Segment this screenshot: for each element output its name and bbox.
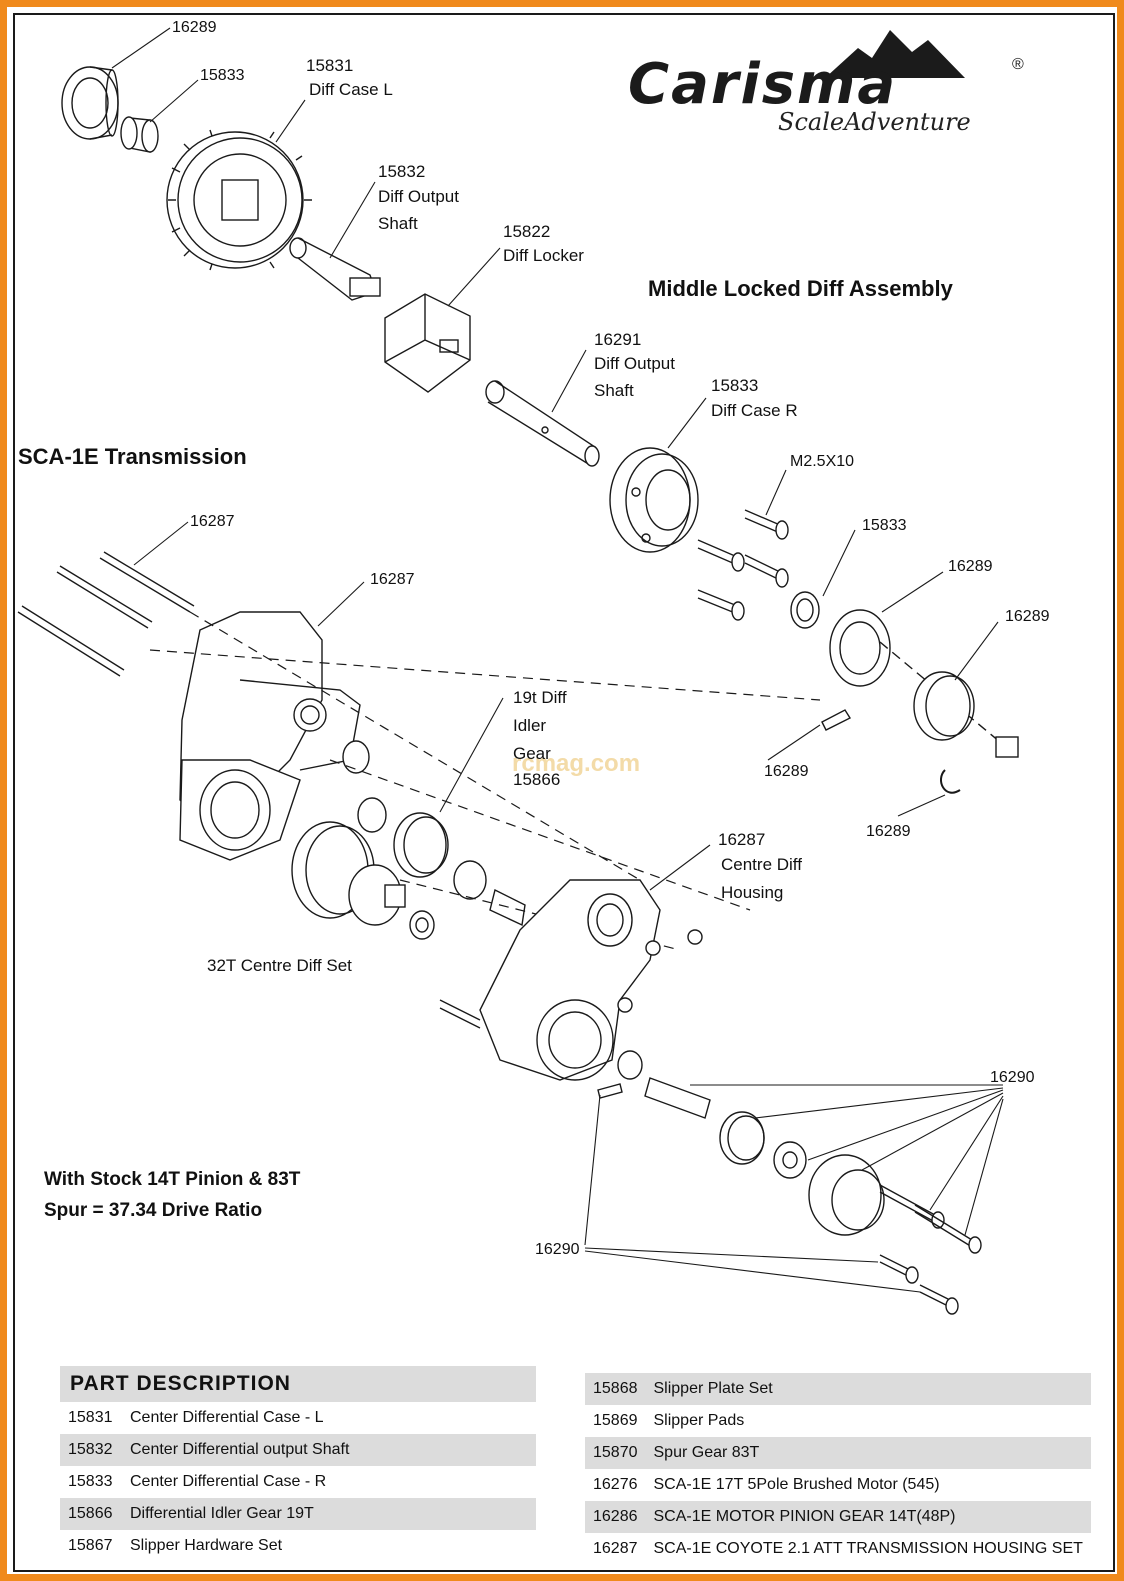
label-16287-a: 16287 bbox=[190, 513, 235, 530]
pins-16287 bbox=[17, 551, 195, 677]
housing-left bbox=[179, 611, 361, 861]
watermark: rcmag.com bbox=[512, 750, 641, 777]
label-15822-num: 15822 bbox=[503, 222, 551, 241]
label-16291-name2: Shaft bbox=[594, 381, 634, 400]
part-desc: Slipper Plate Set bbox=[645, 1373, 1091, 1405]
registered-mark: ® bbox=[1012, 56, 1024, 73]
label-15833-r-num: 15833 bbox=[711, 376, 759, 395]
label-16289-c: 16289 bbox=[764, 763, 809, 780]
part-code: 15831 bbox=[68, 1409, 113, 1426]
spacer-15833-top bbox=[120, 116, 159, 153]
part-desc: SCA-1E 17T 5Pole Brushed Motor (545) bbox=[653, 1476, 940, 1493]
part-code: 15869 bbox=[593, 1412, 638, 1429]
label-16287-b: 16287 bbox=[370, 571, 415, 588]
bearing-16289-right bbox=[829, 609, 891, 687]
shaft-16291 bbox=[485, 380, 600, 467]
mountain-icon bbox=[825, 30, 965, 78]
inner-border bbox=[13, 13, 1115, 1572]
logo-word: Carisma bbox=[628, 52, 898, 117]
locker-15822 bbox=[384, 293, 471, 393]
part-code: 15868 bbox=[585, 1373, 646, 1405]
label-16290-a: 16290 bbox=[990, 1069, 1035, 1086]
part-desc: Slipper Hardware Set bbox=[130, 1537, 283, 1554]
label-16289-a: 16289 bbox=[948, 558, 993, 575]
label-m25x10: M2.5X10 bbox=[790, 453, 855, 470]
spacer-15833-mid bbox=[790, 591, 820, 629]
label-15832-name1: Diff Output bbox=[378, 187, 459, 206]
label-centre-diff-1: Centre Diff bbox=[721, 855, 802, 874]
table-row: 15867 Slipper Hardware Set bbox=[60, 1530, 536, 1562]
label-15832-name2: Shaft bbox=[378, 214, 418, 233]
table-row: 16287 SCA-1E COYOTE 2.1 ATT TRANSMISSION … bbox=[585, 1533, 1091, 1565]
part-code: 16286 bbox=[585, 1501, 646, 1533]
carisma-logo: Carisma ® ScaleAdventure bbox=[628, 38, 1038, 148]
label-16289-b: 16289 bbox=[1005, 608, 1050, 625]
label-centre-diff-2: Housing bbox=[721, 883, 784, 902]
heading-transmission: SCA-1E Transmission bbox=[18, 444, 247, 469]
part-desc: Slipper Pads bbox=[653, 1412, 745, 1429]
part-code: 15833 bbox=[68, 1473, 113, 1490]
label-16289-top: 16289 bbox=[172, 19, 217, 36]
slipper-16290 bbox=[597, 1050, 982, 1315]
label-16291-name1: Diff Output bbox=[594, 354, 675, 373]
table-row: 16276 SCA-1E 17T 5Pole Brushed Motor (545… bbox=[585, 1469, 1091, 1501]
table-row: 15869 Slipper Pads bbox=[585, 1405, 1091, 1437]
label-16290-b: 16290 bbox=[535, 1241, 580, 1258]
label-16289-d: 16289 bbox=[866, 823, 911, 840]
table-row: 15833 Center Differential Case - R bbox=[60, 1466, 536, 1498]
screws-m25 bbox=[697, 509, 789, 621]
label-15831-name: Diff Case L bbox=[309, 80, 393, 99]
part-desc: Spur Gear 83T bbox=[645, 1437, 1091, 1469]
part-code: 15870 bbox=[585, 1437, 646, 1469]
part-code: 16287 bbox=[593, 1540, 638, 1557]
part-desc: SCA-1E COYOTE 2.1 ATT TRANSMISSION HOUSI… bbox=[653, 1540, 1083, 1557]
label-idler-num: 15866 bbox=[513, 770, 561, 789]
heading-middle-diff: Middle Locked Diff Assembly bbox=[648, 276, 953, 301]
part-code: 15832 bbox=[60, 1434, 122, 1466]
part-code: 15866 bbox=[60, 1498, 122, 1530]
label-15831-num: 15831 bbox=[306, 56, 354, 75]
label-15832-num: 15832 bbox=[378, 162, 426, 181]
label-centre-diff-set: 32T Centre Diff Set bbox=[207, 956, 352, 975]
logo-tagline: ScaleAdventure bbox=[778, 108, 971, 136]
label-idler-2: Idler bbox=[513, 716, 547, 735]
label-16287-c: 16287 bbox=[718, 830, 766, 849]
label-idler-3: Gear bbox=[513, 744, 551, 763]
parts-table-header: PART DESCRIPTION bbox=[60, 1366, 536, 1402]
part-desc: Center Differential Case - L bbox=[130, 1409, 324, 1426]
pinion-16289 bbox=[821, 641, 1019, 794]
label-15833-top: 15833 bbox=[200, 67, 245, 84]
shaft-15832 bbox=[289, 237, 381, 301]
centre-diff-32t bbox=[291, 821, 435, 940]
part-code: 15867 bbox=[68, 1537, 113, 1554]
part-desc: Center Differential Case - R bbox=[130, 1473, 327, 1490]
drive-ratio-note: With Stock 14T Pinion & 83T Spur = 37.34… bbox=[44, 1164, 300, 1226]
part-desc: Center Differential output Shaft bbox=[122, 1434, 536, 1466]
label-15833-mid: 15833 bbox=[862, 517, 907, 534]
table-row: 15831 Center Differential Case - L bbox=[60, 1402, 536, 1434]
housing-right bbox=[439, 879, 703, 1081]
gear-15831 bbox=[166, 129, 312, 271]
part-code: 16276 bbox=[593, 1476, 638, 1493]
idler-15866 bbox=[342, 740, 526, 927]
drive-ratio-line1: With Stock 14T Pinion & 83T bbox=[44, 1169, 301, 1190]
part-desc: Differential Idler Gear 19T bbox=[122, 1498, 536, 1530]
label-15822-name: Diff Locker bbox=[503, 246, 584, 265]
bearing-16289-top bbox=[61, 66, 119, 140]
drive-ratio-line2: Spur = 37.34 Drive Ratio bbox=[44, 1200, 263, 1221]
part-desc: SCA-1E MOTOR PINION GEAR 14T(48P) bbox=[645, 1501, 1091, 1533]
case-15833-r bbox=[609, 447, 699, 553]
label-16291-num: 16291 bbox=[594, 330, 642, 349]
label-15833-r-name: Diff Case R bbox=[711, 401, 798, 420]
label-idler-1: 19t Diff bbox=[513, 688, 567, 707]
